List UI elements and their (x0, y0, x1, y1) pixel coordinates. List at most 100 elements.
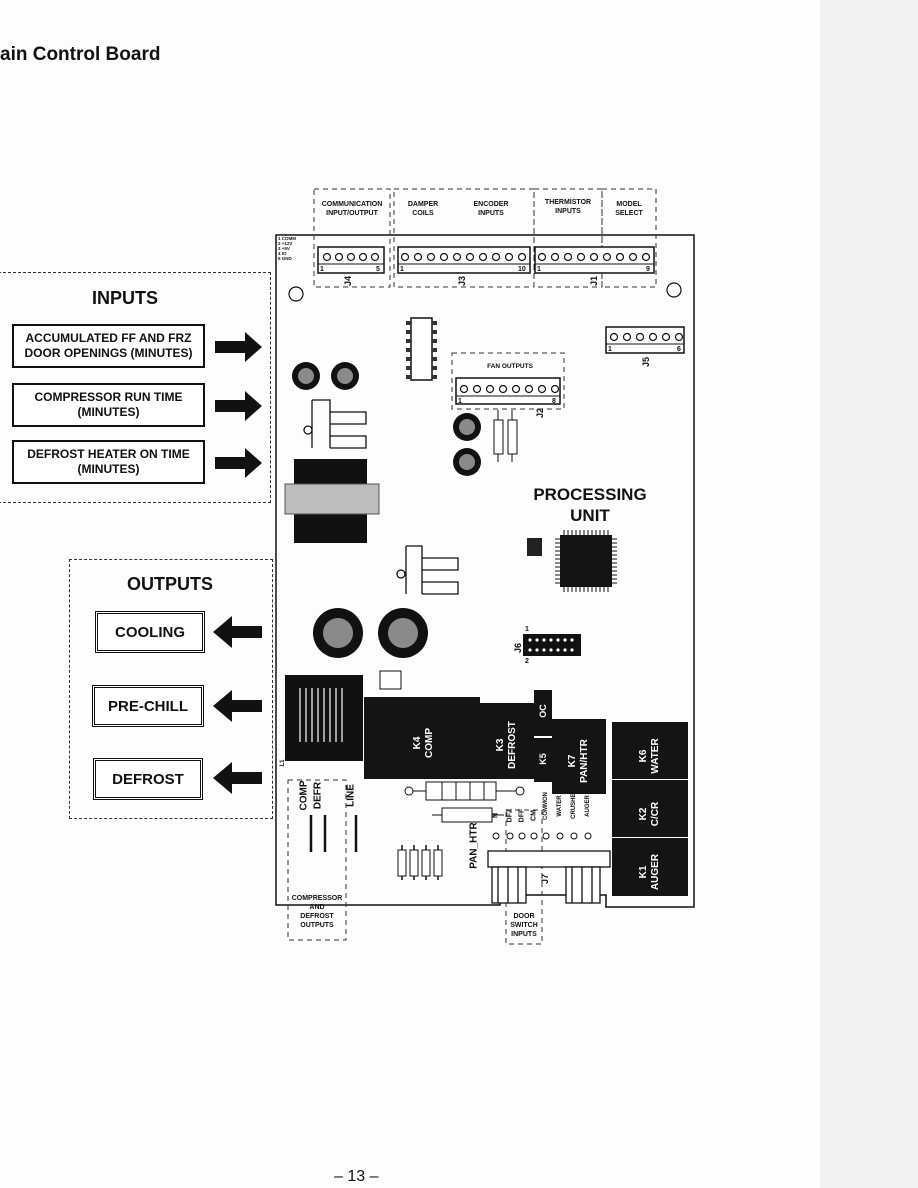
page-number: – 13 – (334, 1168, 379, 1185)
connector-j5 (605, 326, 685, 354)
label-damper: DAMPER COILS (407, 201, 439, 217)
door-pin-cm: CM (530, 810, 538, 821)
label-l1: L1 (280, 759, 286, 767)
label-j6: J6 (513, 643, 523, 654)
processing-line: UNIT (570, 506, 610, 525)
regulator-bracket (303, 399, 367, 449)
door-pin-dfz: DFZ (506, 808, 514, 823)
capacitors (292, 362, 481, 658)
relay-k3: K3 DEFROST (480, 703, 534, 779)
relay-id: K5 (538, 753, 548, 765)
scan-edge (820, 0, 918, 1188)
relay-name: PAN/HTR (579, 739, 590, 783)
door-pin-auger: AUGER (585, 795, 591, 817)
relay-k1: K1 AUGER (612, 838, 688, 896)
j6-pin-first: 1 (525, 626, 529, 633)
relay-k4: K4 COMP (364, 697, 480, 779)
label-model: MODEL SELECT (615, 201, 643, 217)
ic-chip (406, 317, 437, 381)
relay-id: K2 (638, 807, 649, 821)
comp-terminals (309, 815, 358, 852)
input-defrost-heater-on-time: DEFROST HEATER ON TIME(MINUTES) (12, 440, 205, 484)
small-dip (379, 670, 402, 690)
input-line: ACCUMULATED FF AND FRZ (25, 331, 192, 345)
input-compressor-run-time: COMPRESSOR RUN TIME(MINUTES) (12, 383, 205, 427)
relay-id: OC (538, 704, 548, 718)
door-pin-common: COMMON (543, 792, 549, 820)
label-door-switch-inputs: DOOR SWITCH INPUTS (510, 913, 538, 938)
label-pan-htr: PAN_HTR (468, 822, 480, 869)
j2-pin-last: 8 (552, 398, 556, 405)
input-arrows (215, 332, 262, 478)
j3-pin-last: 10 (518, 266, 526, 273)
relay-name: DEFROST (507, 721, 518, 769)
board-outline (275, 234, 695, 908)
relay-name: WATER (650, 738, 661, 774)
label-thermistor: THERMISTOR INPUTS (544, 199, 592, 215)
input-line: (MINUTES) (77, 462, 140, 476)
relay-k2: K2 C/CR (612, 780, 688, 837)
j4-pinout: 1 COMM 2 +12V 3 +5V 4 IO 5 GND (278, 236, 296, 261)
j1-pin-last: 9 (646, 266, 650, 273)
relay-name: AUGER (650, 853, 661, 891)
mount-hole (666, 282, 682, 298)
label-j5: J5 (641, 357, 651, 368)
door-pin-crusher: CRUSHER (571, 789, 577, 819)
mount-hole (288, 286, 304, 302)
j1-pin-first: 1 (537, 266, 541, 273)
top-connector-boxes (313, 188, 657, 288)
relay-name: C/CR (650, 801, 661, 827)
relay-k7: K7 PAN/HTR (552, 719, 606, 794)
output-cooling: COOLING (95, 611, 205, 653)
j6-pin-last: 2 (525, 658, 529, 665)
connector-j2 (455, 377, 561, 405)
connector-j7 (487, 832, 611, 904)
label-encoder: ENCODER INPUTS (473, 201, 509, 217)
comp-defrost-box (287, 779, 347, 941)
label-comp: COMP (298, 780, 310, 811)
door-pin-n: N (492, 812, 500, 819)
door-pin-water: WATER (557, 795, 563, 817)
relay-id: K1 (638, 865, 649, 879)
input-line: COMPRESSOR RUN TIME (34, 390, 183, 404)
label-j3: J3 (457, 276, 467, 287)
arrow-right-icon (215, 448, 262, 478)
input-line: DEFROST HEATER ON TIME (27, 447, 190, 461)
label-defr: DEFR (312, 781, 324, 810)
bottom-resistors (397, 781, 525, 880)
resistors (493, 410, 518, 462)
processor-chip (527, 530, 617, 592)
arrow-left-icon (213, 616, 262, 648)
arrow-left-icon (213, 690, 262, 722)
relay-name: COMP (424, 728, 435, 758)
connector-j1 (534, 246, 655, 274)
connector-j6 (523, 634, 581, 656)
relay-k5: K5 (534, 738, 552, 782)
input-line: DOOR OPENINGS (MINUTES) (24, 346, 193, 360)
door-pin-dff: DFF (518, 808, 526, 823)
arrow-right-icon (215, 391, 262, 421)
processing-unit-label: PROCESSING UNIT (520, 484, 660, 526)
label-communication: COMMUNICATION INPUT/OUTPUT (321, 201, 383, 217)
arrow-right-icon (215, 332, 262, 362)
label-j4: J4 (343, 276, 353, 287)
input-line: (MINUTES) (77, 405, 140, 419)
transformer (284, 459, 380, 543)
j5-pin-last: 6 (677, 346, 681, 353)
inputs-group (0, 272, 271, 503)
label-j1: J1 (589, 276, 599, 287)
label-comp-defrost-outputs: COMPRESSOR AND DEFROST OUTPUTS (291, 895, 343, 929)
output-pre-chill: PRE-CHILL (92, 685, 204, 727)
label-j2: J2 (535, 408, 545, 419)
j3-pin-first: 1 (400, 266, 404, 273)
output-defrost: DEFROST (93, 758, 203, 800)
outputs-title: OUTPUTS (126, 574, 213, 594)
relay-id: K3 (495, 738, 506, 752)
output-arrows (213, 616, 262, 794)
j4-pin-last: 5 (376, 266, 380, 273)
relay-oc: OC (534, 690, 552, 736)
regulator-bracket-2 (396, 545, 459, 595)
label-j7: J7 (540, 874, 550, 885)
